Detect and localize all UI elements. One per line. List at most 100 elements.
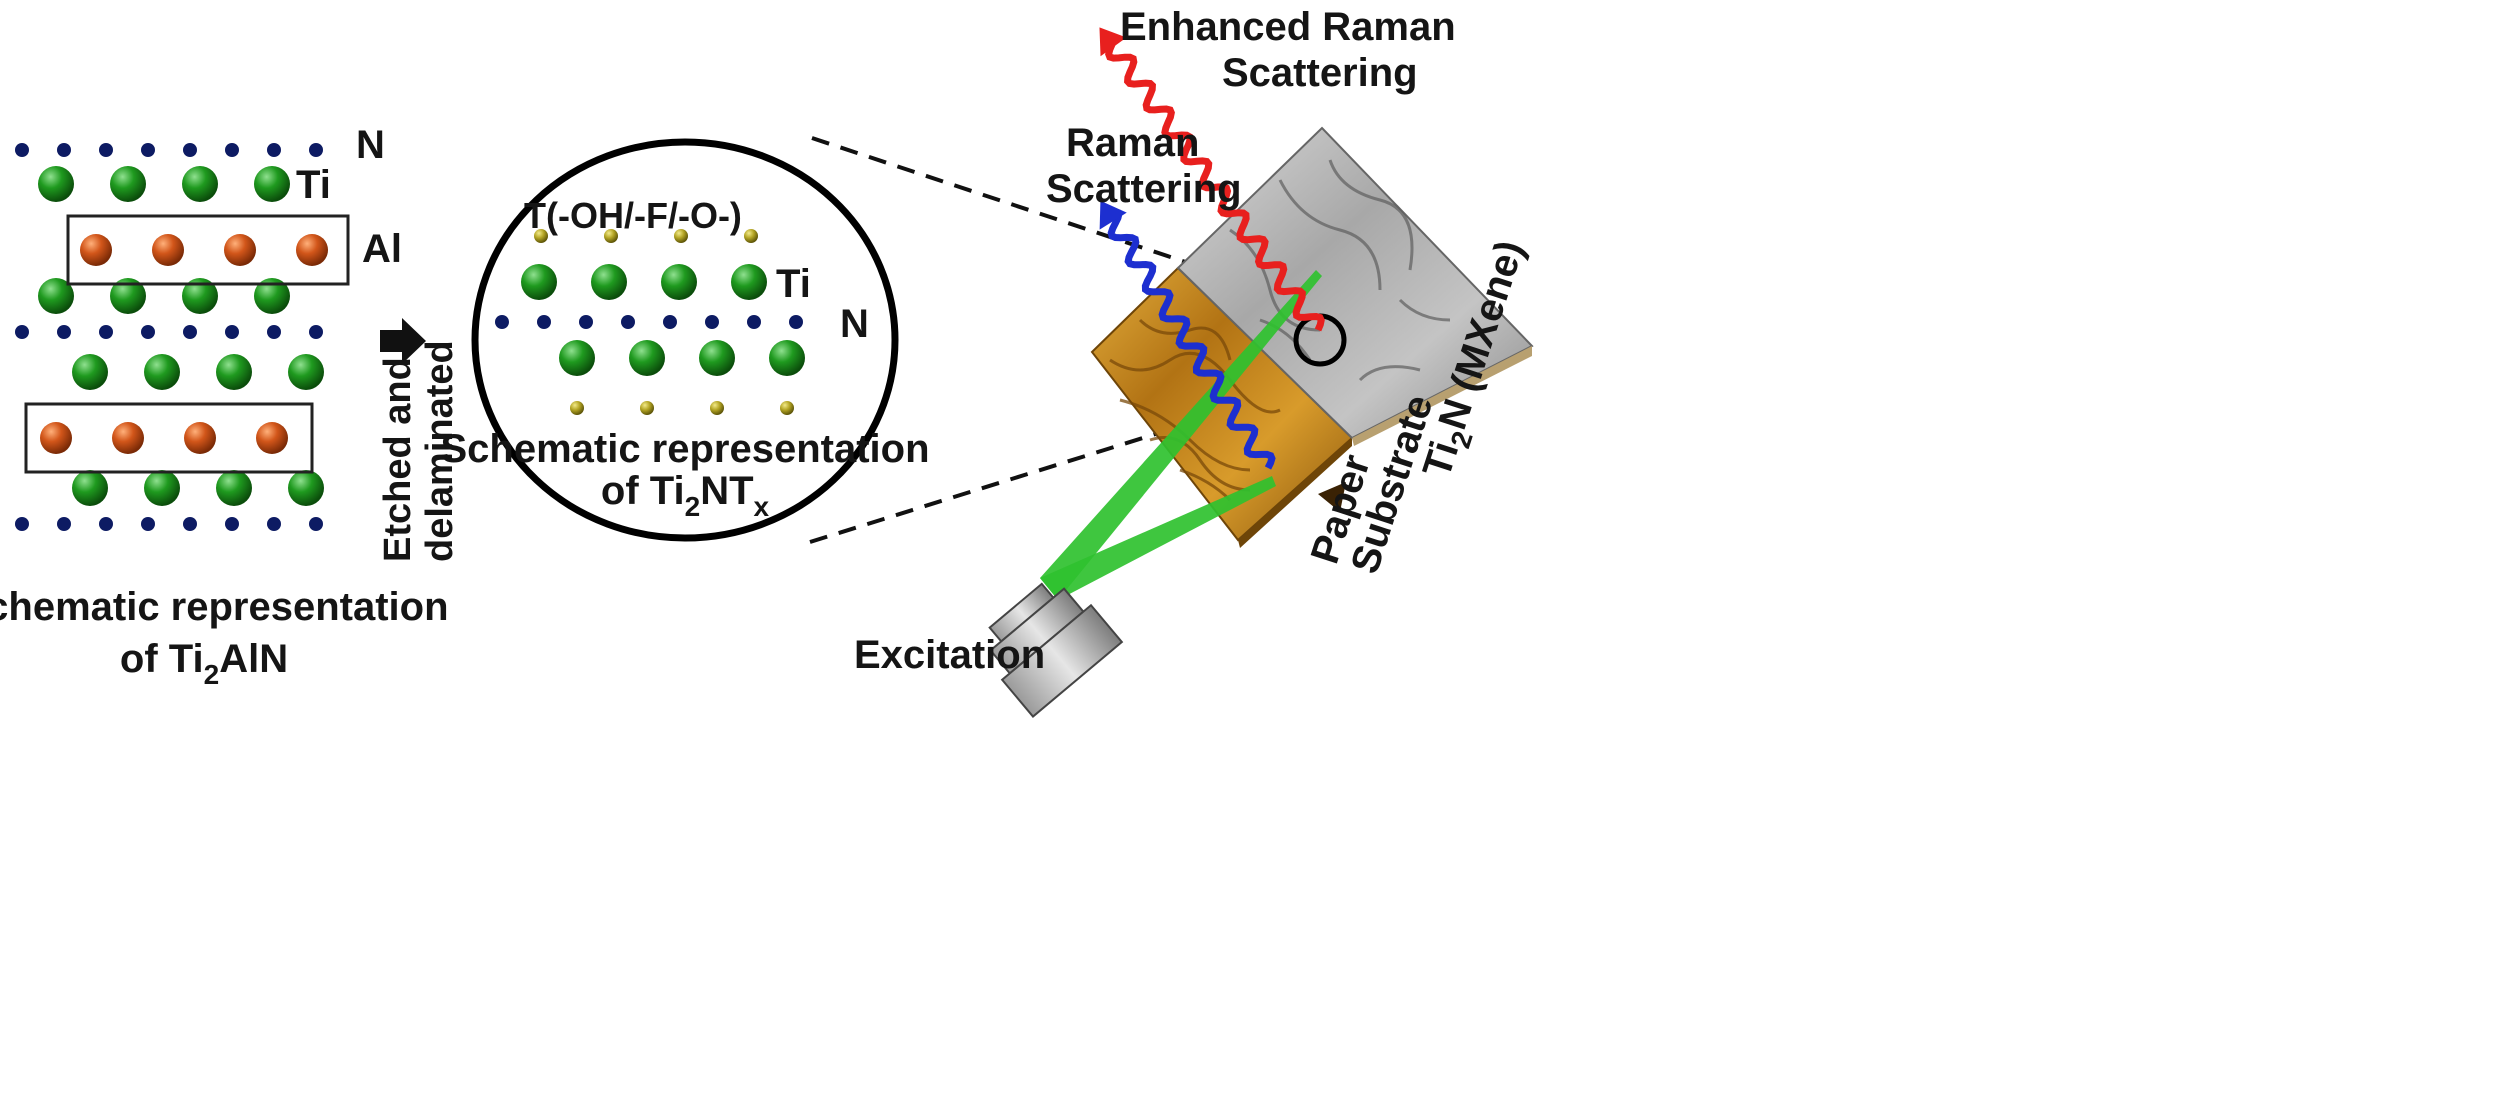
t-atom [640, 401, 654, 415]
n-atom [57, 325, 71, 339]
n-atom [183, 325, 197, 339]
ti-atom [216, 354, 252, 390]
ti2aln-caption-line2: of Ti2AlN [120, 637, 288, 690]
raman-arrowhead-icon [1099, 200, 1127, 230]
ti-atom [254, 166, 290, 202]
excitation-label: Excitation [854, 633, 1045, 677]
objective-lens-icon [988, 582, 1124, 718]
ti-atom [38, 166, 74, 202]
arrow-label-line2: delaminated [419, 340, 461, 562]
etched-delaminated-arrow: Etched and delaminated [377, 318, 461, 562]
ti-atom [182, 166, 218, 202]
ti2aln-label-ti: Ti [296, 163, 331, 207]
t-atom [780, 401, 794, 415]
ti-atom [661, 264, 697, 300]
al-atom [296, 234, 328, 266]
ti2ntx-label-terminal: T(-OH/-F/-O-) [524, 195, 742, 236]
ti-atom [72, 354, 108, 390]
ti-atom [38, 278, 74, 314]
ti-atom [182, 278, 218, 314]
n-atom [15, 325, 29, 339]
ti-atom [144, 354, 180, 390]
ti-atom [629, 340, 665, 376]
n-atom [225, 517, 239, 531]
t-atom [570, 401, 584, 415]
n-atom [495, 315, 509, 329]
enhanced-raman-arrowhead-icon [1099, 27, 1127, 57]
ti-atom [288, 354, 324, 390]
n-atom [57, 143, 71, 157]
ti2ntx-atoms [495, 229, 805, 415]
ti-atom [769, 340, 805, 376]
n-atom [99, 325, 113, 339]
n-atom [57, 517, 71, 531]
n-atom [309, 143, 323, 157]
ti-atom [731, 264, 767, 300]
ti2ntx-label-n: N [840, 302, 869, 346]
n-atom [621, 315, 635, 329]
ti-atom [591, 264, 627, 300]
n-atom [141, 143, 155, 157]
n-atom [309, 517, 323, 531]
ti-atom [521, 264, 557, 300]
n-atom [141, 325, 155, 339]
n-atom [663, 315, 677, 329]
n-atom [15, 517, 29, 531]
n-atom [267, 517, 281, 531]
ti-atom [110, 278, 146, 314]
n-atom [789, 315, 803, 329]
n-atom [537, 315, 551, 329]
n-atom [579, 315, 593, 329]
al-atom [224, 234, 256, 266]
n-atom [15, 143, 29, 157]
t-atom [534, 229, 548, 243]
ti2aln-atoms [15, 143, 328, 531]
n-atom [225, 325, 239, 339]
enhanced-raman-ray [1105, 37, 1325, 332]
raman-ray [1107, 209, 1276, 470]
ti-atom [559, 340, 595, 376]
al-atom [256, 422, 288, 454]
ti-atom [110, 166, 146, 202]
t-atom [744, 229, 758, 243]
ti2ntx-caption-line2: of Ti2NTx [601, 469, 770, 522]
ti-atom [254, 278, 290, 314]
ti2aln-structure: N Ti Al Schematic representation of Ti2A… [0, 123, 449, 690]
n-atom [99, 143, 113, 157]
t-atom [674, 229, 688, 243]
ti-atom [144, 470, 180, 506]
n-atom [747, 315, 761, 329]
n-atom [99, 517, 113, 531]
n-atom [183, 517, 197, 531]
zoom-line-bottom [809, 390, 1291, 544]
raman-label-line2: Scattering [1046, 167, 1242, 211]
al-layer-box-top [66, 214, 350, 286]
raman-label-line1: Raman [1066, 121, 1199, 165]
ti2aln-caption-line1: Schematic representation [0, 585, 449, 629]
enhanced-label-line1: Enhanced Raman [1120, 5, 1456, 49]
n-atom [267, 325, 281, 339]
t-atom [710, 401, 724, 415]
ti2aln-label-n: N [356, 123, 385, 167]
n-atom [705, 315, 719, 329]
al-atom [112, 422, 144, 454]
ti2ntx-zoom-circle: T(-OH/-F/-O-) Ti N Schematic representat… [440, 138, 930, 542]
ti-atom [288, 470, 324, 506]
excitation-laser-beam [1040, 270, 1322, 600]
ti2ntx-caption-line1: Schematic representation [440, 427, 929, 471]
mxene-film [1176, 126, 1534, 446]
arrow-label-line1: Etched and [377, 357, 419, 562]
ti-atom [216, 470, 252, 506]
n-atom [183, 143, 197, 157]
ti2ntx-label-ti: Ti [776, 262, 811, 306]
ti-atom [699, 340, 735, 376]
al-layer-box-bottom [24, 402, 314, 474]
paper-indicator-arrow [1318, 482, 1346, 512]
process-arrow-icon [380, 318, 426, 364]
al-atom [40, 422, 72, 454]
n-atom [225, 143, 239, 157]
enhanced-label-line2: Scattering [1222, 51, 1418, 95]
al-atom [152, 234, 184, 266]
n-atom [267, 143, 281, 157]
